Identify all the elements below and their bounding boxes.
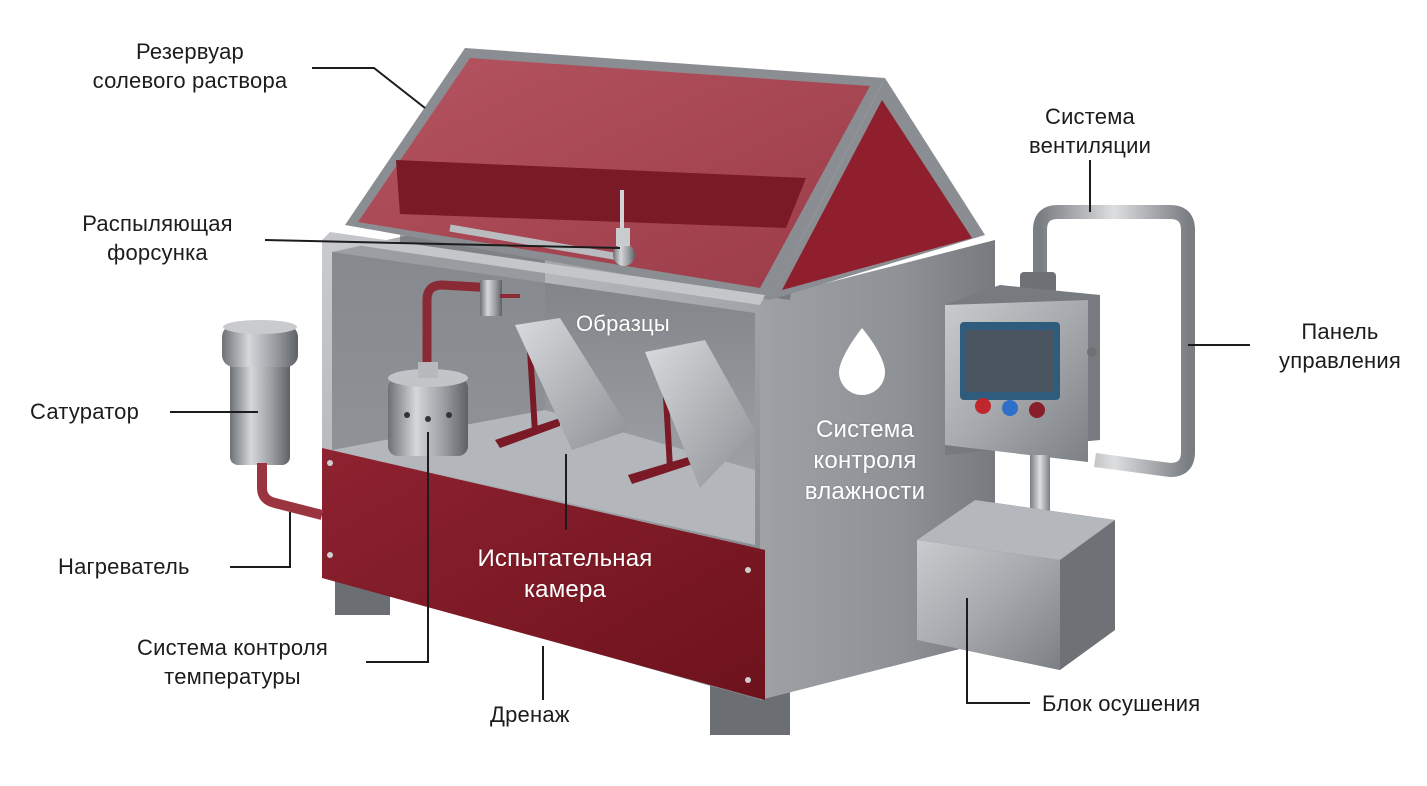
leader-temperature [366, 432, 429, 663]
label-humidity-control: Система контроля влажности [804, 416, 926, 505]
label-salt-reservoir: Резервуар солевого раствора [92, 39, 288, 93]
heater-pipe [257, 463, 324, 520]
ventilation-pipe [1033, 205, 1195, 478]
drying-unit-box [917, 540, 1060, 670]
sample-plate-1 [515, 318, 630, 450]
label-drying-unit: Блок осушения [1042, 691, 1201, 716]
label-heater: Нагреватель [58, 554, 190, 579]
roof-gable [782, 100, 972, 290]
saturator-tank [230, 355, 290, 465]
label-drain: Дренаж [490, 702, 570, 727]
front-red-panel [322, 448, 765, 700]
button-dark-red [1029, 402, 1045, 418]
label-ventilation: Система вентиляции [1028, 104, 1152, 158]
label-control-panel: Панель управления [1279, 319, 1401, 373]
control-panel-screen [966, 330, 1054, 392]
label-spray-nozzle: Распыляющая форсунка [82, 211, 233, 265]
button-blue [1002, 400, 1018, 416]
button-red [975, 398, 991, 414]
spray-nozzle [613, 244, 635, 266]
water-drop-icon [839, 328, 885, 395]
label-temperature-control: Система контроля температуры [137, 635, 328, 689]
leader-nozzle [264, 239, 621, 249]
label-test-chamber: Испытательная камера [477, 545, 653, 603]
leader-reservoir [312, 67, 426, 109]
internal-pipe [422, 280, 496, 375]
sample-plate-2 [645, 340, 755, 488]
leader-lines [170, 67, 1250, 704]
leader-heater [230, 512, 291, 568]
spray-rod [449, 224, 626, 262]
label-saturator: Сатуратор [30, 399, 140, 424]
leader-drying-unit [966, 598, 1030, 704]
label-samples: Образцы [576, 311, 670, 336]
